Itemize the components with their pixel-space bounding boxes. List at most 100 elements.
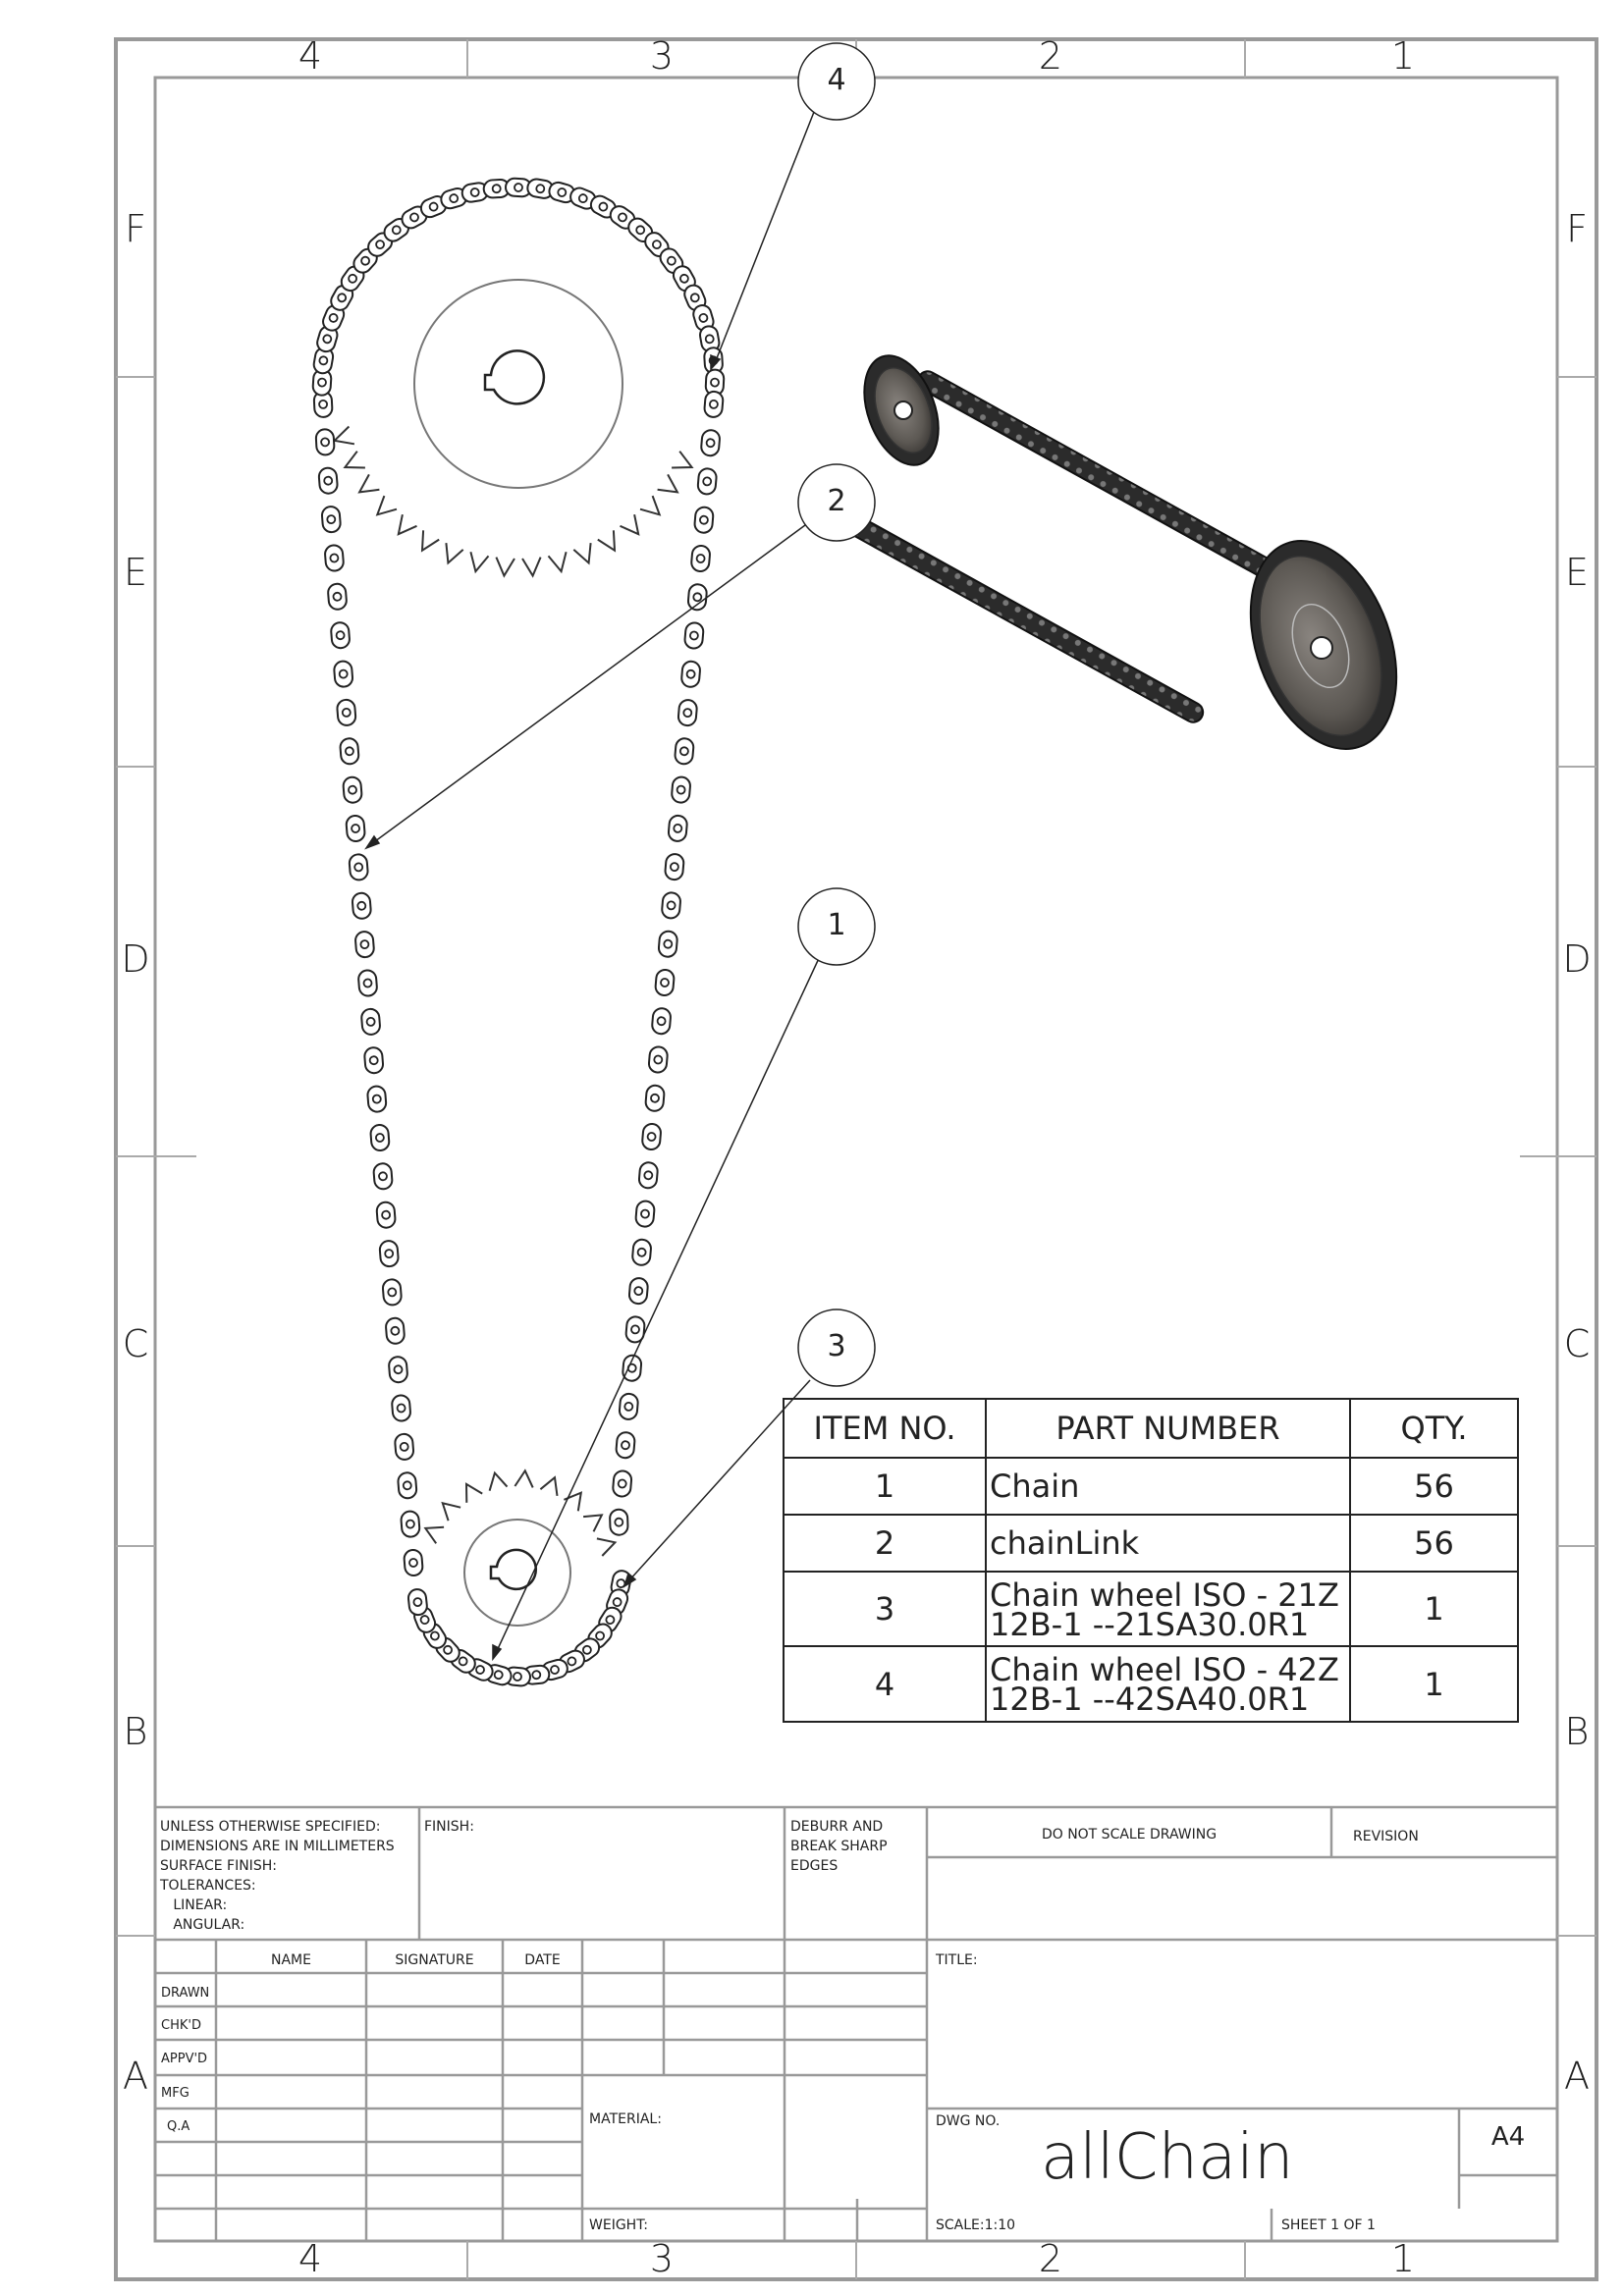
row-label-approved: APPV'D: [161, 2052, 208, 2066]
balloon-3-label: 3: [827, 1329, 846, 1363]
deburr-line-3: EDGES: [790, 1858, 839, 1874]
chain-link: [667, 814, 688, 842]
do-not-scale-note: DO NOT SCALE DRAWING: [1041, 1827, 1218, 1842]
roller-chain: [311, 177, 726, 1687]
zone-row-d-right: D: [1562, 937, 1592, 981]
chain-link: [336, 698, 357, 726]
chain-link: [683, 621, 705, 650]
col-header-signature: SIGNATURE: [395, 1952, 474, 1968]
bom-row-1-item: 1: [874, 1468, 895, 1505]
chain-link: [609, 1508, 629, 1536]
spec-line-3: SURFACE FINISH:: [160, 1858, 277, 1874]
sheet-label: SHEET 1 OF 1: [1281, 2217, 1376, 2233]
chain-link: [342, 775, 363, 804]
zone-ticks: [116, 39, 1597, 2279]
chain-link: [339, 737, 360, 766]
col-header-date: DATE: [524, 1952, 561, 1968]
chain-link: [320, 506, 342, 534]
balloon-circles: [797, 42, 876, 1387]
chain-link: [324, 544, 345, 572]
chain-link: [330, 621, 351, 650]
chain-link: [369, 1124, 391, 1151]
chain-link: [394, 1432, 415, 1461]
finish-label: FINISH:: [424, 1819, 474, 1835]
row-label-qa: Q.A: [167, 2119, 190, 2134]
revision-label: REVISION: [1353, 1829, 1419, 1844]
sheet-size: A4: [1490, 2122, 1526, 2152]
chain-link: [696, 467, 718, 496]
zone-col-2-bottom: 2: [1038, 2237, 1063, 2280]
balloon-1-label: 1: [827, 908, 846, 942]
chain-link: [703, 390, 725, 418]
spec-line-2: DIMENSIONS ARE IN MILLIMETERS: [160, 1839, 395, 1854]
chain-link: [403, 1549, 424, 1576]
chain-link: [316, 325, 339, 353]
zone-row-d-left: D: [121, 937, 150, 981]
chain-link: [686, 583, 708, 612]
spec-line-4: TOLERANCES:: [160, 1878, 256, 1894]
chain-link: [659, 247, 684, 274]
row-label-mfg: MFG: [161, 2086, 189, 2101]
zone-col-4-top: 4: [298, 34, 323, 78]
chain-link: [627, 217, 654, 242]
bom-row-2-item: 2: [874, 1524, 895, 1562]
drawing-number: allChain: [1041, 2121, 1294, 2194]
chain-link: [385, 1316, 406, 1345]
zone-row-e-right: E: [1564, 551, 1589, 594]
isometric-view: [839, 354, 1398, 750]
chain-link: [624, 1315, 646, 1344]
chain-link: [333, 660, 354, 688]
bom-header-qty: QTY.: [1400, 1410, 1468, 1447]
chain-link: [354, 931, 375, 959]
chain-link: [637, 1161, 659, 1190]
inner-border: [153, 76, 1559, 2243]
bom-row-4-part-line-1: Chain wheel ISO - 42Z: [990, 1651, 1339, 1688]
chain-link: [378, 1240, 400, 1268]
chain-link: [690, 545, 711, 572]
chain-link: [609, 205, 636, 230]
chain-link: [644, 1084, 666, 1112]
chain-link: [615, 1431, 636, 1460]
chain-link: [654, 969, 676, 996]
zone-row-a-right: A: [1564, 2055, 1590, 2098]
bom-row-2-part: chainLink: [990, 1524, 1140, 1562]
small-sprocket: [423, 1468, 618, 1627]
chain-link: [348, 853, 369, 881]
bom-row-3-item: 3: [874, 1590, 895, 1628]
chain-link: [631, 1238, 652, 1266]
chain-link: [657, 930, 678, 958]
large-sprocket: [332, 279, 694, 578]
row-label-checked: CHK'D: [161, 2018, 201, 2033]
zone-col-3-top: 3: [649, 34, 675, 78]
zone-row-f-right: F: [1566, 207, 1588, 250]
chain-link: [317, 466, 339, 495]
title-block-grid: [155, 1805, 1557, 2241]
material-label: MATERIAL:: [589, 2111, 662, 2127]
title-label: TITLE:: [936, 1952, 978, 1968]
chain-link: [651, 1007, 672, 1036]
zone-col-4-bottom: 4: [298, 2237, 323, 2280]
chain-link: [700, 429, 721, 457]
chain-link: [397, 1471, 418, 1500]
chain-link: [548, 181, 576, 204]
deburr-line-2: BREAK SHARP: [790, 1839, 888, 1854]
chain-link: [569, 187, 597, 210]
zone-row-e-left: E: [123, 551, 147, 594]
weight-label: WEIGHT:: [589, 2217, 648, 2233]
chain-link: [388, 1356, 408, 1384]
spec-line-1: UNLESS OTHERWISE SPECIFIED:: [160, 1819, 381, 1835]
zone-row-b-right: B: [1564, 1710, 1590, 1753]
chain-link: [664, 853, 685, 881]
balloon-2-label: 2: [827, 484, 846, 518]
chain-link: [526, 178, 555, 199]
chain-link: [634, 1200, 656, 1228]
chain-link: [314, 428, 336, 456]
col-header-name: NAME: [271, 1952, 311, 1968]
bom-row-1-part: Chain: [990, 1468, 1080, 1505]
row-label-drawn: DRAWN: [161, 1986, 210, 2001]
chain-link: [671, 775, 691, 804]
chain-link: [360, 1007, 381, 1036]
bom-row-3-part-line-2: 12B-1 --21SA30.0R1: [990, 1606, 1310, 1643]
chain-link: [647, 1045, 669, 1074]
